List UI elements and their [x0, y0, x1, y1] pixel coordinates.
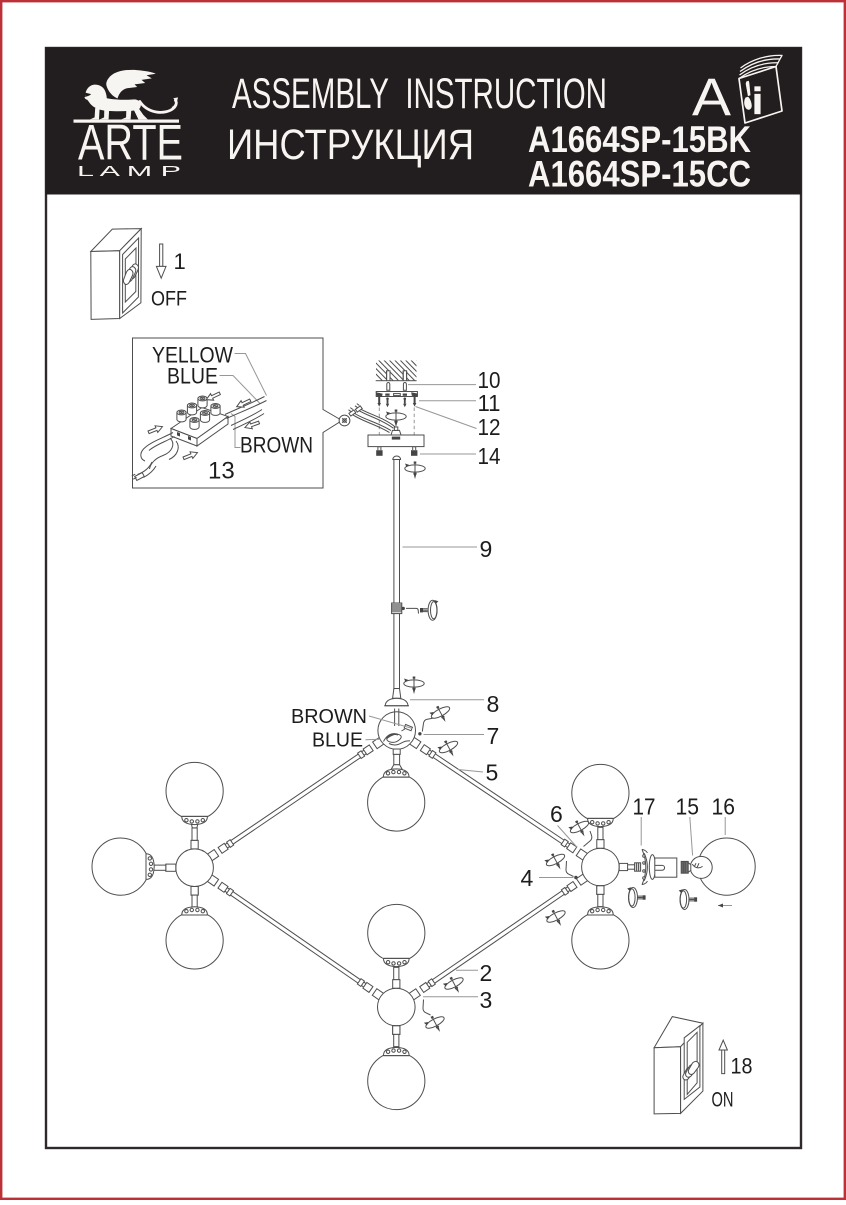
svg-text:ON: ON: [712, 1088, 734, 1112]
svg-text:6: 6: [550, 801, 563, 827]
svg-text:BLUE: BLUE: [312, 729, 363, 752]
svg-text:A1664SP-15BK: A1664SP-15BK: [528, 118, 751, 160]
svg-text:17: 17: [633, 794, 656, 820]
svg-text:4: 4: [521, 865, 534, 891]
svg-text:13: 13: [208, 458, 235, 485]
svg-text:ИНСТРУКЦИЯ: ИНСТРУКЦИЯ: [227, 121, 474, 169]
svg-text:ASSEMBLY INSTRUCTION: ASSEMBLY INSTRUCTION: [232, 70, 607, 118]
svg-text:9: 9: [480, 536, 493, 562]
svg-text:5: 5: [486, 760, 499, 786]
svg-text:14: 14: [478, 443, 501, 469]
svg-text:10: 10: [478, 367, 501, 393]
svg-text:1: 1: [174, 249, 186, 274]
svg-text:BROWN: BROWN: [240, 433, 313, 458]
svg-text:L A M P: L A M P: [77, 164, 181, 180]
svg-text:BROWN: BROWN: [291, 705, 367, 728]
svg-text:16: 16: [712, 794, 736, 820]
svg-text:2: 2: [480, 960, 493, 986]
svg-text:18: 18: [731, 1054, 753, 1079]
svg-text:OFF: OFF: [151, 287, 187, 311]
svg-text:ARTE: ARTE: [78, 115, 183, 171]
svg-text:3: 3: [480, 987, 493, 1013]
svg-text:8: 8: [487, 691, 500, 717]
svg-text:A: A: [692, 68, 732, 127]
svg-text:11: 11: [478, 390, 501, 416]
svg-text:BLUE: BLUE: [167, 364, 218, 389]
svg-text:7: 7: [487, 723, 500, 749]
svg-text:A1664SP-15CC: A1664SP-15CC: [528, 153, 751, 195]
svg-text:12: 12: [478, 414, 501, 440]
svg-text:i: i: [753, 81, 763, 122]
svg-text:YELLOW: YELLOW: [152, 343, 233, 368]
svg-text:15: 15: [676, 794, 700, 820]
